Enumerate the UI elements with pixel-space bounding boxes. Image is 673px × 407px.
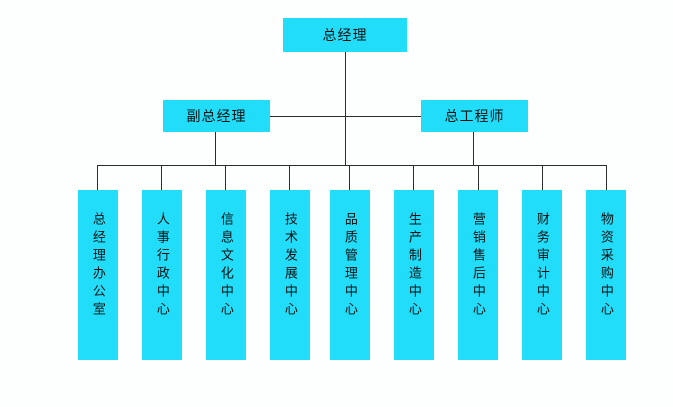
node-department-marketing-aftersales-center[interactable]: 营销售后中心 [458, 190, 498, 360]
connector-second-level-bar [215, 116, 474, 117]
connector-department-bus [97, 165, 606, 166]
node-department-label-4: 技术发展中心 [282, 212, 298, 320]
node-department-label-8: 财务审计中心 [534, 212, 550, 320]
connector-bus-to-dept-6 [413, 165, 414, 190]
node-department-label-7: 营销售后中心 [470, 212, 486, 320]
node-chief-engineer[interactable]: 总工程师 [421, 100, 528, 132]
node-general-manager[interactable]: 总经理 [283, 18, 407, 52]
connector-top-to-bus [345, 51, 346, 165]
node-department-materials-procurement-center[interactable]: 物资采购中心 [586, 190, 626, 360]
node-department-label-1: 总经理办公室 [90, 212, 106, 320]
connector-bus-to-dept-9 [606, 165, 607, 190]
node-department-quality-management-center[interactable]: 品质管理中心 [330, 190, 370, 360]
node-department-label-6: 生产制造中心 [406, 212, 422, 320]
node-department-label-3: 信息文化中心 [218, 212, 234, 320]
node-department-label-9: 物资采购中心 [598, 212, 614, 320]
node-chief-engineer-label: 总工程师 [444, 108, 505, 124]
connector-bus-to-dept-1 [97, 165, 98, 190]
node-department-technology-development-center[interactable]: 技术发展中心 [270, 190, 310, 360]
node-department-label-5: 品质管理中心 [342, 212, 358, 320]
connector-bus-to-dept-5 [349, 165, 350, 190]
node-general-manager-label: 总经理 [322, 27, 368, 43]
node-department-information-culture-center[interactable]: 信息文化中心 [206, 190, 246, 360]
node-department-finance-audit-center[interactable]: 财务审计中心 [522, 190, 562, 360]
connector-bus-to-dept-3 [225, 165, 226, 190]
node-department-general-manager-office[interactable]: 总经理办公室 [78, 190, 118, 360]
connector-bus-to-dept-7 [478, 165, 479, 190]
node-deputy-general-manager[interactable]: 副总经理 [163, 100, 270, 132]
connector-chief-engineer-to-bus [473, 132, 474, 165]
connector-bus-to-dept-8 [542, 165, 543, 190]
connector-bus-to-dept-2 [161, 165, 162, 190]
node-department-hr-administration-center[interactable]: 人事行政中心 [142, 190, 182, 360]
node-department-production-manufacturing-center[interactable]: 生产制造中心 [394, 190, 434, 360]
node-department-label-2: 人事行政中心 [154, 212, 170, 320]
node-deputy-general-manager-label: 副总经理 [186, 108, 247, 124]
connector-deputy-to-bus [215, 132, 216, 165]
connector-bus-to-dept-4 [289, 165, 290, 190]
